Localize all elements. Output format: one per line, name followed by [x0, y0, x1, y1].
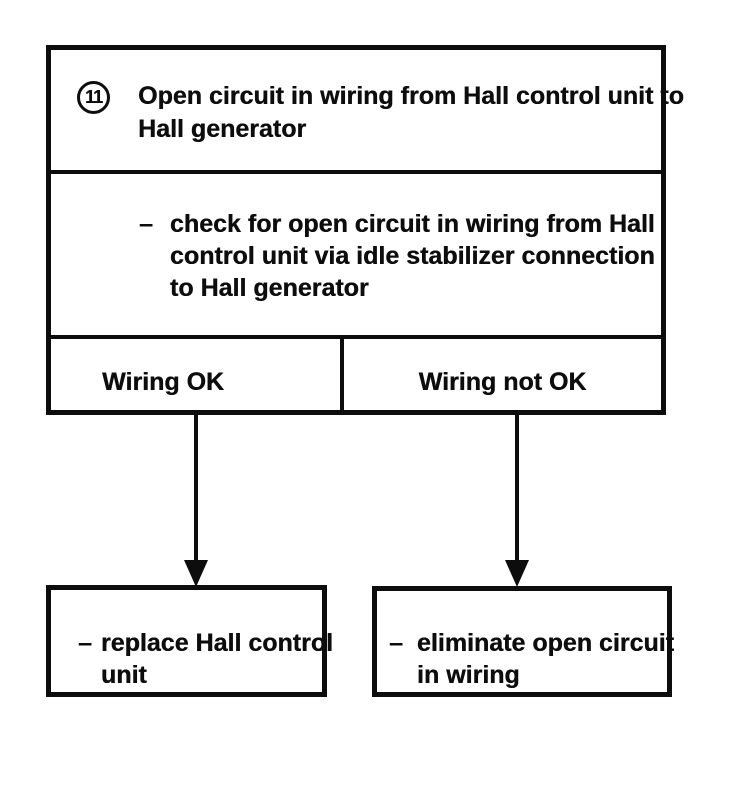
step-title-line-1: Open circuit in wiring from Hall control… — [138, 82, 684, 110]
check-line-2: control unit via idle stabilizer connect… — [169, 242, 655, 270]
outcome-label-wiring-not-ok: Wiring not OK — [418, 367, 587, 396]
check-line-3: to Hall generator — [169, 274, 369, 302]
step-number-badge: 11 — [77, 81, 110, 114]
arrow-shaft — [515, 414, 519, 562]
outcome-cell-wiring-not-ok: Wiring not OK — [344, 339, 661, 410]
check-instruction: check for open circuit in wiring from Ha… — [170, 208, 655, 335]
outcome-label-wiring-ok: Wiring OK — [102, 367, 224, 396]
outcomes-row: Wiring OK Wiring not OK — [51, 335, 661, 410]
action-box-eliminate-open-circuit: – eliminate open circuit in wiring — [372, 586, 674, 697]
check-line-1: check for open circuit in wiring from Ha… — [169, 210, 655, 238]
action-replace-line-1: replace Hall control — [100, 629, 333, 657]
check-instruction-row: – check for open circuit in wiring from … — [51, 170, 661, 335]
action-text-replace: replace Hall control unit — [101, 627, 333, 692]
arrow-down-icon — [184, 560, 208, 587]
action-text-eliminate: eliminate open circuit in wiring — [417, 627, 674, 692]
action-replace-line-2: unit — [100, 661, 147, 689]
step-number: 11 — [84, 87, 103, 107]
list-dash: – — [139, 210, 153, 238]
arrow-down-icon — [505, 560, 529, 587]
step-title-line-2: Hall generator — [138, 115, 307, 143]
list-dash: – — [389, 629, 403, 657]
action-eliminate-line-1: eliminate open circuit — [416, 629, 674, 657]
outcome-cell-wiring-ok: Wiring OK — [51, 339, 344, 410]
step-title: Open circuit in wiring from Hall control… — [138, 80, 684, 146]
flow-arrow-wiring-ok — [184, 414, 208, 587]
action-box-replace-hall-control-unit: – replace Hall control unit — [46, 585, 333, 697]
flow-arrow-wiring-not-ok — [505, 414, 529, 587]
step-title-row: 11 Open circuit in wiring from Hall cont… — [51, 50, 684, 170]
list-dash: – — [78, 629, 92, 657]
step-decision-box: 11 Open circuit in wiring from Hall cont… — [46, 45, 684, 415]
arrow-shaft — [194, 414, 198, 562]
action-eliminate-line-2: in wiring — [416, 661, 520, 689]
